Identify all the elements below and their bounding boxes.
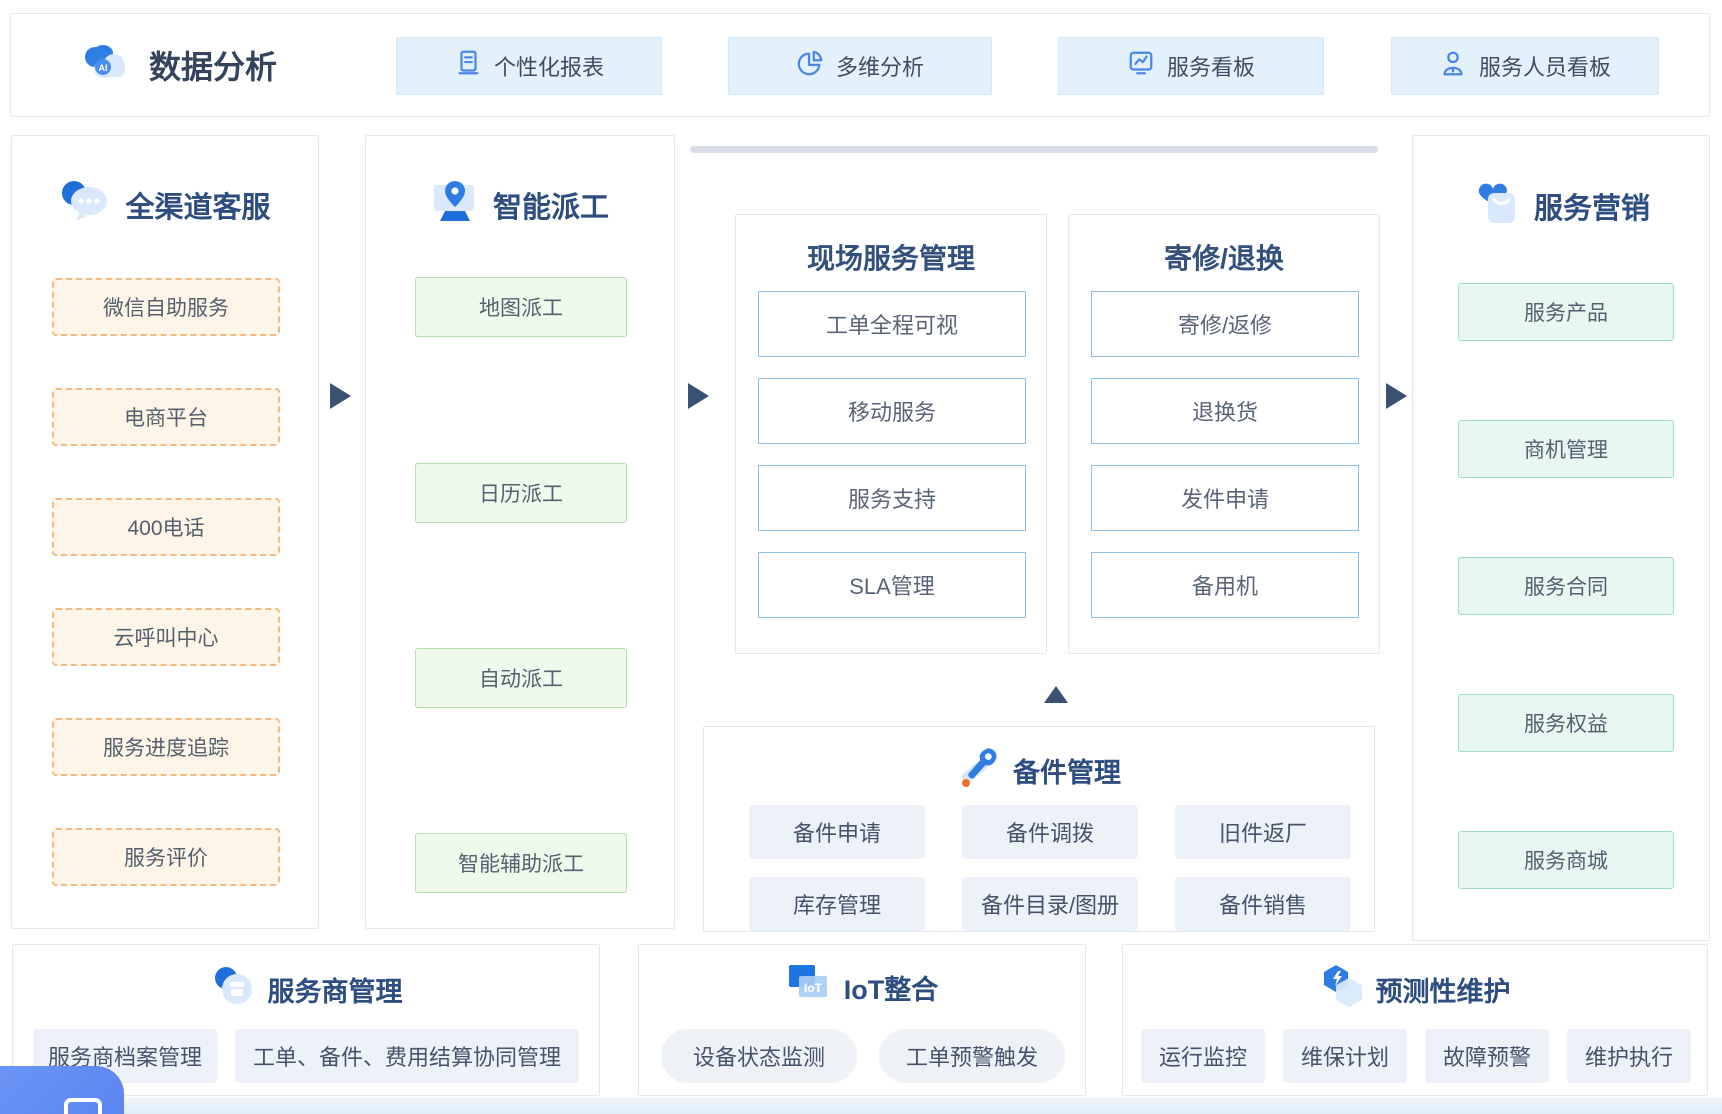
- hexagon-lightning-icon: [1320, 963, 1364, 1016]
- iot-header: IoT IoT整合: [639, 963, 1085, 1012]
- button-label: 多维分析: [835, 55, 924, 80]
- marketing-header: 服务营销: [1413, 178, 1709, 234]
- repair-return-item: 备用机: [1091, 552, 1359, 618]
- report-icon: [454, 49, 482, 83]
- flow-arrow-right-icon: [330, 383, 351, 409]
- storefront-icon: [210, 963, 256, 1016]
- button-service-board[interactable]: 服务看板: [1058, 37, 1324, 95]
- person-icon: [1439, 49, 1467, 83]
- spare-parts-item: 备件销售: [1175, 877, 1351, 931]
- chat-bubbles-icon: [59, 178, 111, 232]
- omni-channel-panel: 全渠道客服 微信自助服务 电商平台 400电话 云呼叫中心 服务进度追踪 服务评…: [11, 135, 319, 929]
- predictive-item: 维保计划: [1283, 1029, 1407, 1083]
- predictive-item: 运行监控: [1141, 1029, 1265, 1083]
- ai-badge-label: AI: [99, 63, 108, 73]
- widget-square-icon: [64, 1098, 102, 1114]
- spare-parts-item: 库存管理: [749, 877, 925, 931]
- iot-icon: IoT: [786, 963, 832, 1012]
- repair-return-box: 寄修/退换 寄修/返修 退换货 发件申请 备用机: [1068, 214, 1380, 654]
- predictive-item: 故障预警: [1425, 1029, 1549, 1083]
- predictive-item: 维护执行: [1567, 1029, 1691, 1083]
- repair-return-title: 寄修/退换: [1164, 243, 1284, 274]
- spare-parts-header: 备件管理: [704, 745, 1374, 796]
- panel-title: 备件管理: [1013, 758, 1121, 788]
- spare-parts-item: 备件申请: [749, 805, 925, 859]
- spare-parts-item: 旧件返厂: [1175, 805, 1351, 859]
- omni-channel-header: 全渠道客服: [12, 178, 318, 232]
- channel-item: 400电话: [52, 498, 280, 556]
- shopping-bag-heart-icon: [1472, 178, 1520, 234]
- dispatch-item: 地图派工: [415, 277, 627, 337]
- predictive-header: 预测性维护: [1123, 963, 1707, 1016]
- data-analysis-title: 数据分析: [149, 49, 278, 85]
- button-label: 服务看板: [1166, 55, 1255, 80]
- channel-item: 服务评价: [52, 828, 280, 886]
- dashboard-icon: [1127, 49, 1155, 83]
- channel-item: 电商平台: [52, 388, 280, 446]
- button-multidim-analysis[interactable]: 多维分析: [728, 37, 992, 95]
- provider-item: 工单、备件、费用结算协同管理: [235, 1029, 579, 1083]
- dispatch-item: 自动派工: [415, 648, 627, 708]
- iot-icon-label: IoT: [804, 981, 823, 995]
- panel-title: 全渠道客服: [125, 192, 271, 224]
- marketing-item: 服务产品: [1458, 283, 1674, 341]
- flow-arrow-up-icon: [1044, 686, 1068, 703]
- field-service-item: 服务支持: [758, 465, 1026, 531]
- map-pin-icon: [431, 178, 479, 232]
- dispatch-panel: 智能派工 地图派工 日历派工 自动派工 智能辅助派工: [365, 135, 675, 929]
- dispatch-item: 日历派工: [415, 463, 627, 523]
- floating-widget-button[interactable]: [0, 1066, 124, 1114]
- field-service-item: SLA管理: [758, 552, 1026, 618]
- field-service-title: 现场服务管理: [806, 243, 975, 274]
- field-service-item: 工单全程可视: [758, 291, 1026, 357]
- data-analysis-bar: AI 数据分析 个性化报表 多维分析: [10, 13, 1710, 117]
- wrench-icon: [957, 745, 1001, 796]
- button-label: 服务人员看板: [1478, 55, 1611, 80]
- panel-title: 服务商管理: [267, 977, 403, 1007]
- panel-title: 预测性维护: [1375, 977, 1511, 1007]
- pie-chart-icon: [796, 49, 824, 83]
- spare-parts-item: 备件调拨: [962, 805, 1138, 859]
- iot-panel: IoT IoT整合 设备状态监测 工单预警触发: [638, 944, 1086, 1096]
- marketing-item: 商机管理: [1458, 420, 1674, 478]
- data-analysis-logo-group: AI 数据分析: [81, 14, 277, 116]
- button-label: 个性化报表: [493, 55, 604, 80]
- iot-item: 工单预警触发: [879, 1029, 1065, 1083]
- flow-arrow-right-icon: [688, 383, 709, 409]
- marketing-panel: 服务营销 服务产品 商机管理 服务合同 服务权益 服务商城: [1412, 135, 1710, 941]
- field-service-item: 移动服务: [758, 378, 1026, 444]
- channel-item: 服务进度追踪: [52, 718, 280, 776]
- repair-return-item: 寄修/返修: [1091, 291, 1359, 357]
- field-service-box: 现场服务管理 工单全程可视 移动服务 服务支持 SLA管理: [735, 214, 1047, 654]
- repair-return-item: 发件申请: [1091, 465, 1359, 531]
- panel-title: 智能派工: [492, 192, 609, 224]
- marketing-item: 服务商城: [1458, 831, 1674, 889]
- channel-item: 微信自助服务: [52, 278, 280, 336]
- dispatch-header: 智能派工: [366, 178, 674, 232]
- middle-section-top-bar: [690, 146, 1378, 153]
- predictive-panel: 预测性维护 运行监控 维保计划 故障预警 维护执行: [1122, 944, 1708, 1096]
- panel-title: 服务营销: [1533, 193, 1650, 225]
- ai-cloud-icon: AI: [81, 41, 133, 90]
- spare-parts-item: 备件目录/图册: [962, 877, 1138, 931]
- marketing-item: 服务合同: [1458, 557, 1674, 615]
- dispatch-item: 智能辅助派工: [415, 833, 627, 893]
- repair-return-item: 退换货: [1091, 378, 1359, 444]
- panel-title: IoT整合: [843, 975, 939, 1005]
- channel-item: 云呼叫中心: [52, 608, 280, 666]
- provider-header: 服务商管理: [13, 963, 599, 1016]
- spare-parts-panel: 备件管理 备件申请 备件调拨 旧件返厂 库存管理 备件目录/图册 备件销售: [703, 726, 1375, 932]
- button-staff-board[interactable]: 服务人员看板: [1391, 37, 1659, 95]
- flow-arrow-right-icon: [1386, 383, 1407, 409]
- marketing-item: 服务权益: [1458, 694, 1674, 752]
- button-personalized-reports[interactable]: 个性化报表: [396, 37, 662, 95]
- iot-item: 设备状态监测: [661, 1029, 857, 1083]
- page-background-strip: [0, 1097, 1722, 1114]
